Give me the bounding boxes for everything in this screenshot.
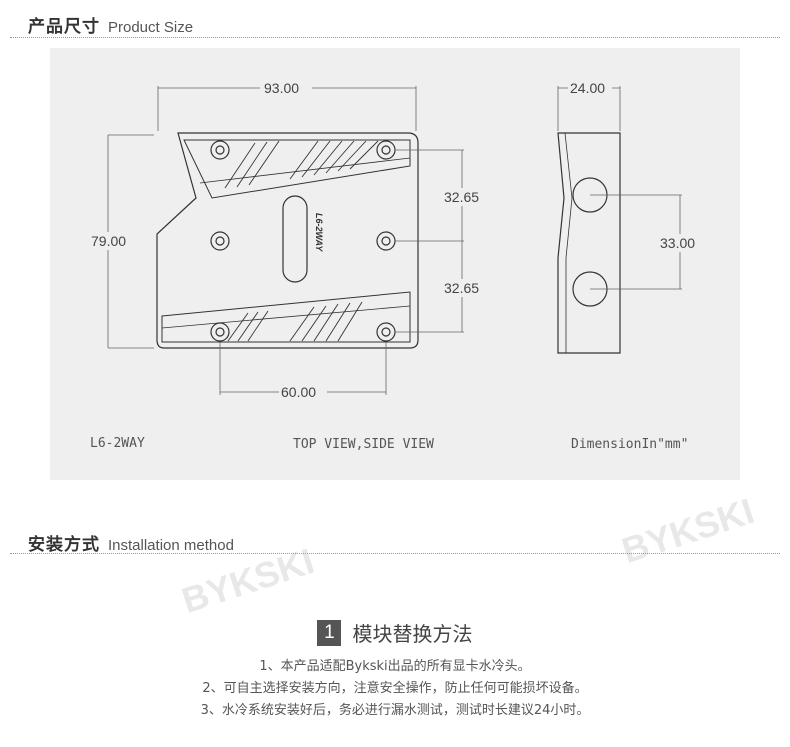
step-title: 模块替换方法 [352,622,473,646]
installation-title-cn: 安装方式 [28,535,100,555]
top-view-body [156,132,419,349]
product-size-heading: 产品尺寸 Product Size [28,12,193,37]
side-width-label: 24.00 [570,80,605,96]
dim-lower-spacing-label: 32.65 [444,280,479,296]
installation-notes: 1、本产品适配Bykski出品的所有显卡水冷头。 2、可自主选择安装方向，注意安… [0,656,790,722]
top-view-mount-hole-top-left [210,140,230,160]
top-view: L6-2WAY [156,132,419,349]
top-view-mount-hole-mid-left [210,231,230,251]
side-view [557,132,621,354]
dim-bottom-spacing-label: 60.00 [281,384,316,400]
installation-note: 3、水冷系统安装好后，务必进行漏水测试，测试时长建议24小时。 [200,703,590,718]
top-view-lower-channel [161,291,411,343]
installation-note: 1、本产品适配Bykski出品的所有显卡水冷头。 [259,659,531,674]
top-view-upper-fins [224,140,379,189]
installation-note: 2、可自主选择安装方向，注意安全操作，防止任何可能损坏设备。 [202,681,588,696]
top-view-mount-hole-bottom-left [210,322,230,342]
caption-units: DimensionIn"mm" [571,437,689,452]
product-size-title-cn: 产品尺寸 [28,17,100,37]
side-port-spacing-label: 33.00 [660,235,695,251]
installation-heading: 安装方式 Installation method [28,530,234,555]
dim-height-label: 79.00 [91,233,126,249]
installation-title-en: Installation method [108,537,234,554]
product-size-divider [10,37,780,38]
top-view-dimensions [107,86,464,395]
top-view-engraving: L6-2WAY [314,213,324,252]
top-view-center-slot [282,195,308,283]
watermark-3: BYKSKI [616,490,759,572]
step-number-badge: 1 [317,619,342,646]
dim-width-label: 93.00 [264,80,299,96]
dimension-drawing: L6-2WAY 93.00 79.00 32.65 32.65 [90,80,699,402]
top-view-mount-hole-top-right [376,140,396,160]
side-view-body [557,132,621,354]
top-view-lower-fins [227,301,363,342]
top-view-mount-hole-mid-right [376,231,396,251]
step-heading: 1 模块替换方法 [0,618,790,647]
product-size-title-en: Product Size [108,19,194,36]
dimension-drawing-panel: L6-2WAY 93.00 79.00 32.65 32.65 [50,48,740,480]
installation-divider [10,553,780,554]
caption-model: L6-2WAY [90,436,145,451]
dim-upper-spacing-label: 32.65 [444,189,479,205]
caption-views: TOP VIEW,SIDE VIEW [293,437,434,452]
top-view-upper-channel [183,139,411,199]
top-view-mount-hole-bottom-right [376,322,396,342]
